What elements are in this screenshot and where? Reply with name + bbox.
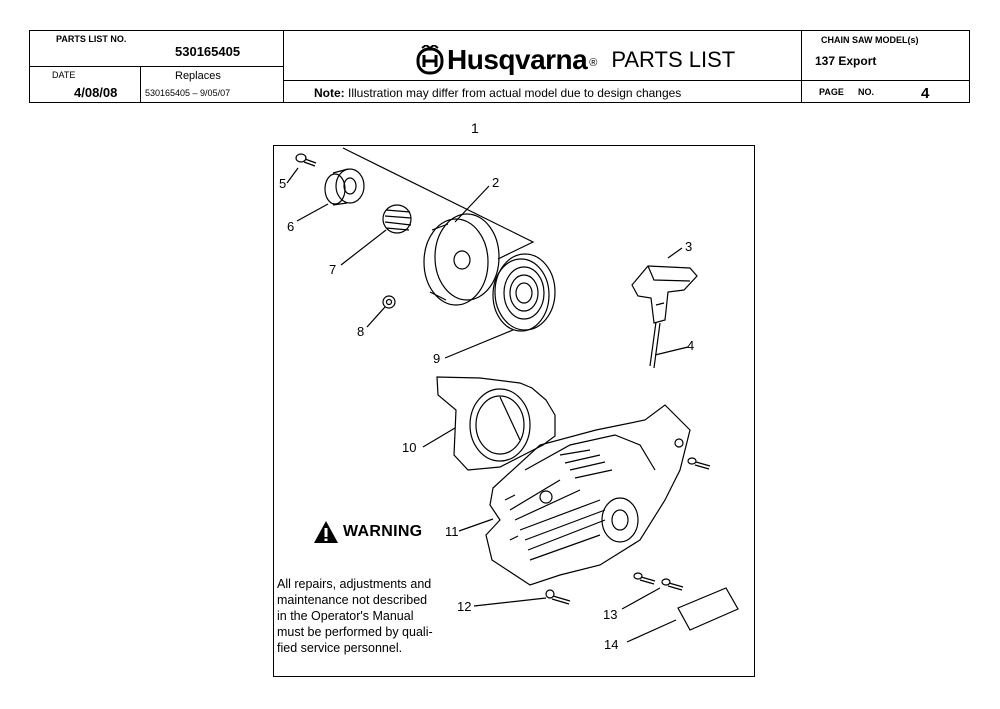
part-13-screws	[633, 572, 684, 591]
part-7-spring	[382, 204, 412, 234]
header-divider	[801, 80, 969, 81]
callout-8: 8	[357, 324, 365, 339]
note-label: Note:	[314, 86, 345, 100]
callout-14: 14	[604, 637, 619, 652]
leader-line-14	[626, 619, 677, 643]
part-11-starter-cover	[485, 404, 691, 586]
page-title: PARTS LIST	[611, 47, 736, 72]
exploded-diagram	[273, 145, 755, 677]
leader-line-3	[667, 247, 683, 259]
callout-9: 9	[433, 351, 441, 366]
part-10-fan-housing	[436, 376, 556, 471]
header-table	[29, 30, 970, 103]
assembly-bracket	[342, 147, 535, 260]
registered-mark: ®	[589, 57, 598, 69]
leader-line-11	[458, 518, 494, 532]
warning-line: maintenance not described	[277, 593, 428, 607]
warning-text: All repairs, adjustments and maintenance…	[277, 576, 449, 656]
date-value: 4/08/08	[74, 85, 118, 100]
callout-12: 12	[457, 599, 472, 614]
part-12-screw	[545, 589, 571, 605]
header-divider	[283, 80, 801, 81]
part-8-washer	[382, 295, 396, 309]
part-3-handle	[631, 265, 698, 324]
husqvarna-crown-logo-icon	[416, 45, 444, 75]
warning-title: WARNING	[343, 523, 423, 540]
leader-line-10	[422, 427, 456, 448]
part-5-screw	[295, 153, 317, 167]
warning-line: must be performed by quali-	[277, 625, 433, 639]
leader-line-5	[286, 167, 299, 184]
warning-line: All repairs, adjustments and	[277, 577, 432, 591]
callout-6: 6	[287, 219, 295, 234]
part-9-spring-cassette	[492, 253, 556, 332]
warning-line: in the Operator's Manual	[277, 609, 414, 623]
parts-list-no: 530165405	[175, 44, 241, 59]
header-divider	[29, 66, 283, 67]
warning-triangle-icon	[314, 521, 338, 543]
header-divider	[801, 30, 802, 102]
note-text: Illustration may differ from actual mode…	[348, 86, 682, 100]
page-number: 4	[921, 85, 930, 102]
warning-heading: WARNING	[313, 520, 422, 544]
brand-name: Husqvarna	[447, 44, 588, 75]
callout-3: 3	[685, 239, 693, 254]
part-2-rope-pulley	[423, 213, 500, 306]
part-14-decal	[677, 587, 739, 631]
callout-2: 2	[492, 175, 500, 190]
replaces-label: Replaces	[175, 70, 221, 82]
leader-line-4	[654, 346, 689, 356]
figure-number: 1	[471, 120, 479, 136]
callout-5: 5	[279, 176, 287, 191]
part-4-rope	[649, 321, 661, 369]
cover-screw-right	[687, 457, 711, 470]
page-no-label: NO.	[858, 87, 875, 97]
leader-line-8	[366, 306, 386, 328]
leader-line-6	[296, 203, 329, 222]
model-value: 137 Export	[815, 54, 877, 68]
header-divider	[283, 30, 284, 102]
brand-title: Husqvarna ® PARTS LIST	[416, 44, 735, 76]
callout-10: 10	[402, 440, 417, 455]
callout-4: 4	[687, 338, 695, 353]
model-label: CHAIN SAW MODEL(s)	[821, 35, 919, 45]
parts-list-no-label: PARTS LIST NO.	[56, 34, 127, 44]
callout-11: 11	[445, 524, 459, 539]
part-6-pulley	[324, 168, 365, 206]
replaces-value: 530165405 – 9/05/07	[145, 88, 231, 98]
header-divider	[140, 66, 141, 102]
leader-line-9	[444, 329, 514, 359]
callout-7: 7	[329, 262, 337, 277]
date-label: DATE	[52, 70, 76, 80]
warning-line: fied service personnel.	[277, 641, 403, 655]
leader-line-12	[473, 597, 547, 607]
callout-13: 13	[603, 607, 618, 622]
leader-line-2	[454, 185, 490, 223]
page-label: PAGE	[819, 87, 844, 97]
leader-line-13	[621, 587, 661, 610]
design-note: Note: Illustration may differ from actua…	[314, 86, 681, 100]
leader-line-7	[340, 229, 387, 266]
